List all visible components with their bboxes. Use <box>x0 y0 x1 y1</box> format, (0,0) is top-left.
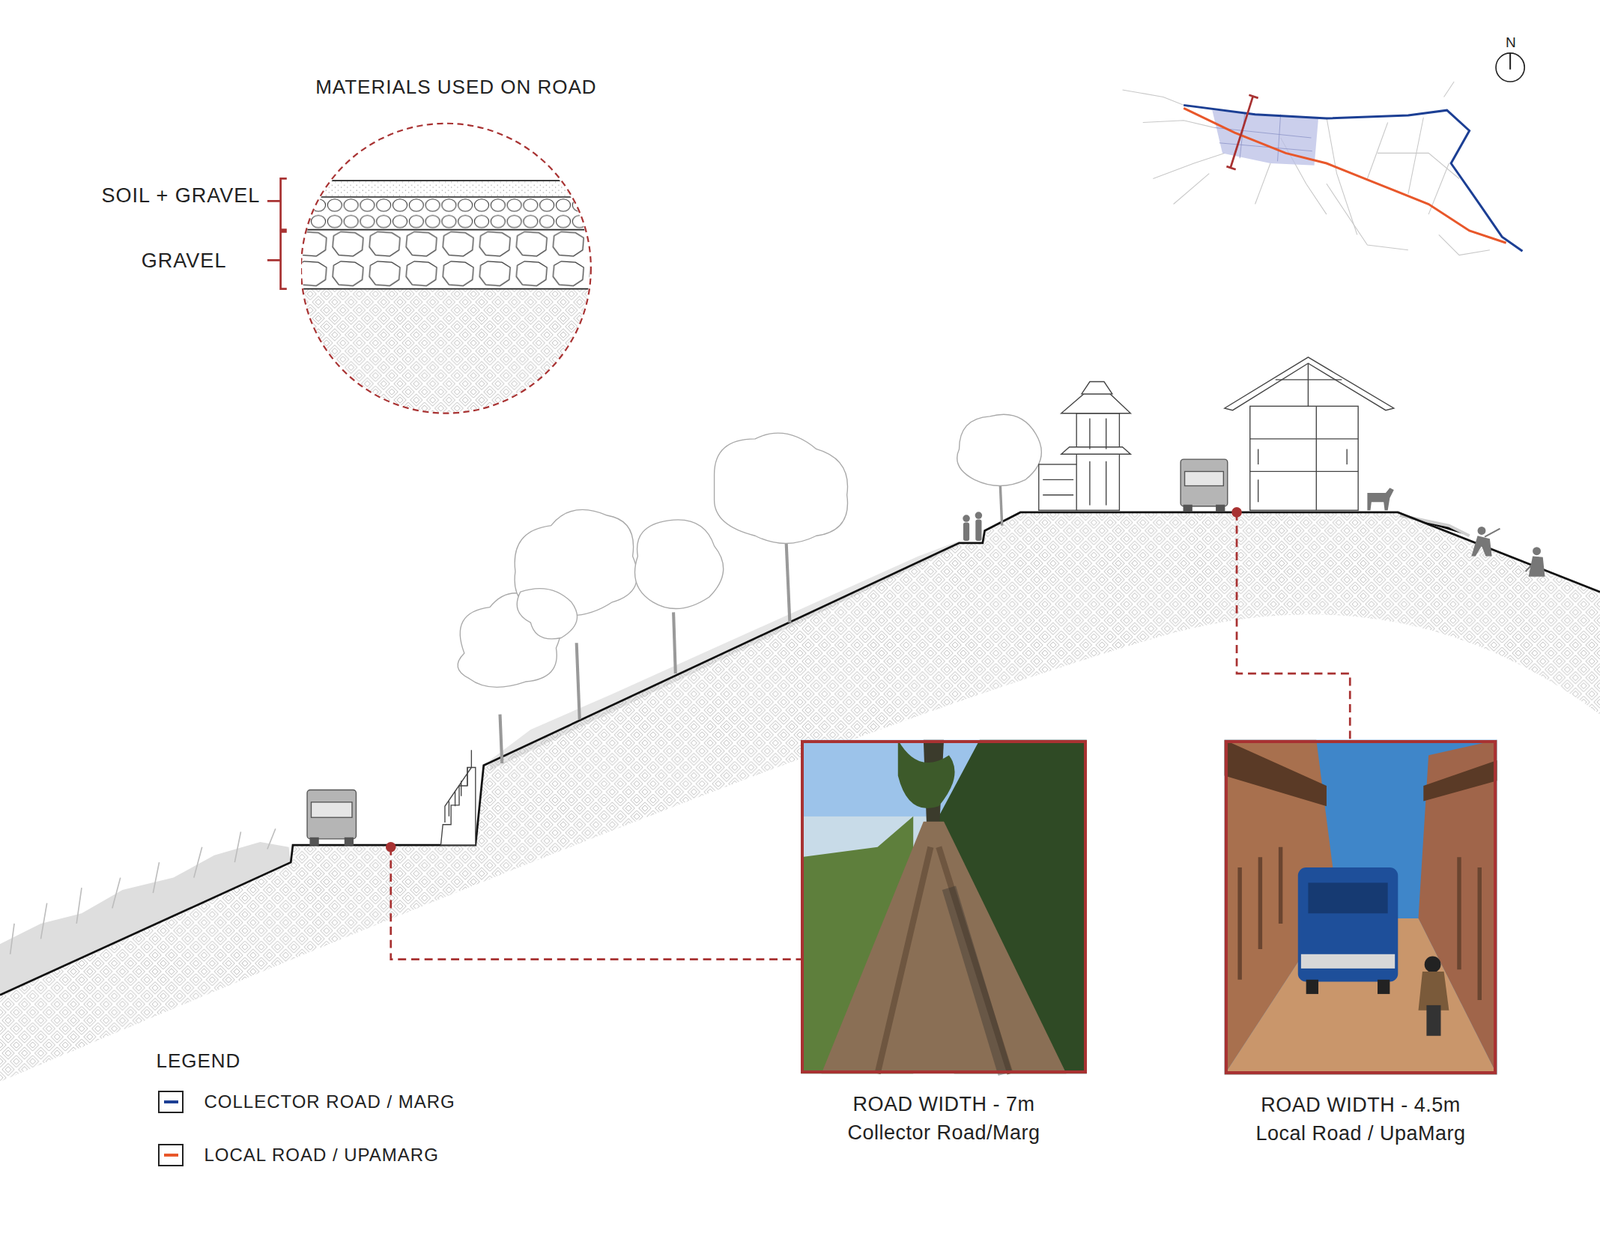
legend-swatch-box <box>158 1143 184 1167</box>
road-type: Collector Road/Marg <box>847 1121 1041 1145</box>
legend-text: COLLECTOR ROAD / MARG <box>203 1091 455 1113</box>
legend-swatch <box>164 1100 179 1104</box>
road-width: ROAD WIDTH - 7m <box>853 1092 1036 1117</box>
photo-frame: ROAD WIDTH - 7mCollector Road/Marg <box>800 740 1087 1074</box>
circle-outline <box>301 123 592 414</box>
detail-heading: MATERIALS USED ON ROAD <box>315 76 597 99</box>
road-width: ROAD WIDTH - 4.5m <box>1260 1093 1461 1117</box>
legend-text: LOCAL ROAD / UPAMARG <box>203 1144 439 1166</box>
photo-frame: ROAD WIDTH - 4.5mLocal Road / UpaMarg <box>1224 740 1498 1075</box>
detail-circle: MATERIALS USED ON ROAD <box>301 73 612 418</box>
legend-swatch-box <box>158 1090 184 1114</box>
detail-circle-outline <box>301 73 612 418</box>
road-type: Local Road / UpaMarg <box>1255 1122 1466 1146</box>
legend-swatch <box>164 1153 179 1157</box>
layer-label: GRAVEL <box>141 249 227 273</box>
legend-title: LEGEND <box>155 1050 241 1073</box>
layer-label: SOIL + GRAVEL <box>101 184 261 208</box>
north-label: N <box>1505 34 1517 51</box>
